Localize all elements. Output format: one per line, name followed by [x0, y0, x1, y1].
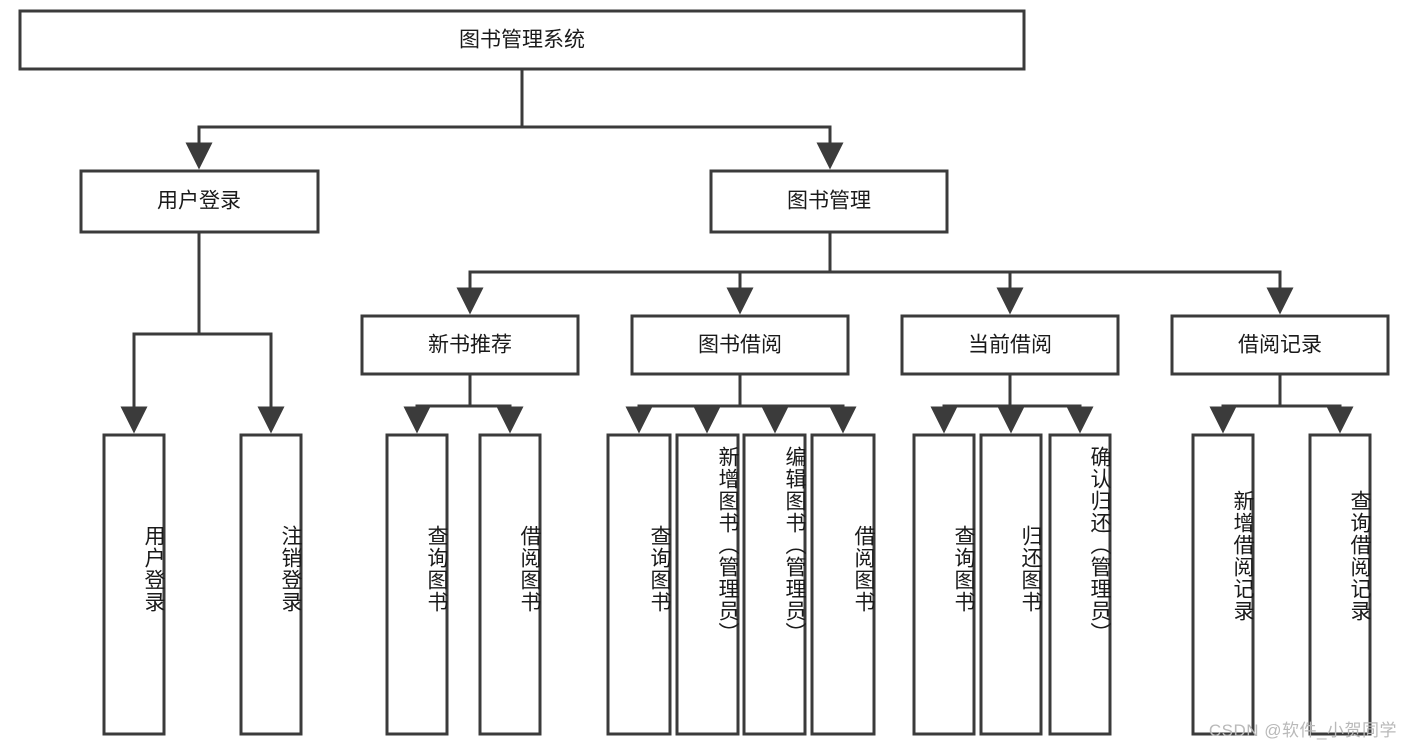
node-user-login[interactable]: 用户登录	[79, 169, 320, 234]
node-book-borrow-box	[630, 314, 850, 376]
node-new-book-recommend-box	[360, 314, 580, 376]
leaf-box-borrow-books-new[interactable]	[478, 433, 542, 736]
leaf-box-query-books-current[interactable]	[912, 433, 976, 736]
node-current-borrow[interactable]: 当前借阅	[900, 314, 1120, 376]
leaf-box-borrow-books-borrow[interactable]	[810, 433, 876, 736]
node-user-login-box	[79, 169, 320, 234]
node-book-borrow-label: 图书借阅	[698, 334, 782, 357]
leaf-box-user-login[interactable]	[102, 433, 166, 736]
csdn-watermark: CSDN @软件_小贺同学	[1208, 721, 1397, 740]
leaf-box-edit-book-admin[interactable]	[742, 433, 807, 736]
leaf-box-query-books-new[interactable]	[385, 433, 449, 736]
connector-layer	[120, 67, 1354, 434]
node-root-system[interactable]: 图书管理系统	[18, 9, 1026, 71]
node-root-system-box	[18, 9, 1026, 71]
leaf-box-logout-login[interactable]	[239, 433, 303, 736]
leaf-box-query-books-borrow[interactable]	[606, 433, 672, 736]
node-book-management[interactable]: 图书管理	[709, 169, 949, 234]
node-borrow-records-box	[1170, 314, 1390, 376]
leaf-box-layer	[102, 433, 1372, 736]
node-book-borrow[interactable]: 图书借阅	[630, 314, 850, 376]
leaf-box-return-books[interactable]	[979, 433, 1043, 736]
node-current-borrow-label: 当前借阅	[968, 334, 1052, 357]
leaf-box-confirm-return-admin[interactable]	[1048, 433, 1112, 736]
node-book-management-label: 图书管理	[787, 190, 871, 213]
node-user-login-label: 用户登录	[157, 190, 241, 213]
node-book-management-box	[709, 169, 949, 234]
node-current-borrow-box	[900, 314, 1120, 376]
node-borrow-records-label: 借阅记录	[1238, 334, 1322, 357]
leaf-box-add-borrow-record[interactable]	[1191, 433, 1255, 736]
leaf-box-query-borrow-record[interactable]	[1308, 433, 1372, 736]
leaf-box-add-book-admin[interactable]	[675, 433, 740, 736]
node-borrow-records[interactable]: 借阅记录	[1170, 314, 1390, 376]
node-new-book-recommend[interactable]: 新书推荐	[360, 314, 580, 376]
node-new-book-recommend-label: 新书推荐	[428, 334, 512, 357]
node-root-system-label: 图书管理系统	[459, 29, 585, 52]
